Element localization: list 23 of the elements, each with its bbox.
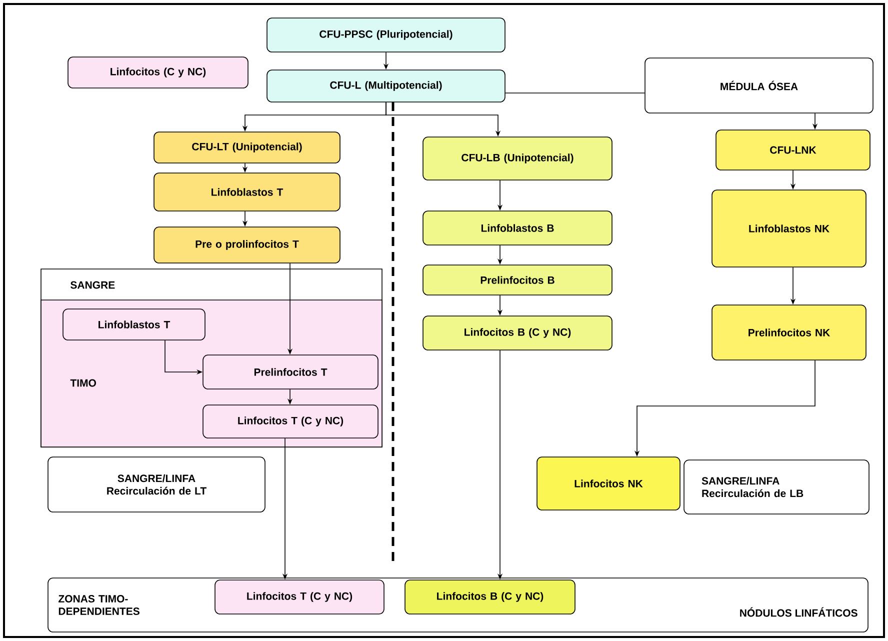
process-box: SANGRE/LINFA Recirculación de LT (48, 456, 266, 512)
process-box: CFU-PPSC (Pluripotencial) (266, 18, 506, 52)
process-box: Linfocitos T (C y NC) (202, 404, 378, 438)
process-box: Linfoblastos T (154, 172, 340, 212)
process-box: Linfoblastos B (422, 210, 612, 246)
process-box: CFU-L (Multipotencial) (266, 70, 506, 102)
process-box: Linfoblastos T (62, 308, 206, 340)
process-box: CFU-LT (Unipotencial) (154, 132, 340, 164)
process-box: Linfocitos T (C y NC) (214, 580, 384, 614)
process-box: Linfocitos NK (536, 456, 680, 510)
process-box: Linfocitos B (C y NC) (422, 316, 612, 350)
process-box: CFU-LB (Unipotencial) (422, 136, 612, 180)
process-box: Prelinfocitos T (202, 354, 378, 390)
process-box: Pre o prolinfocitos T (154, 226, 340, 264)
process-box: CFU-LNK (716, 130, 870, 170)
process-box: MÉDULA ÓSEA (644, 58, 874, 114)
process-box: Prelinfocitos NK (712, 304, 866, 360)
process-box: Linfocitos B (C y NC) (404, 580, 576, 614)
process-box: Linfoblastos NK (712, 190, 866, 268)
process-box: SANGRE/LINFA Recirculación de LB (684, 460, 870, 514)
process-box: Prelinfocitos B (422, 264, 612, 296)
connector-line (505, 92, 645, 94)
process-box: Linfocitos (C y NC) (68, 56, 248, 88)
